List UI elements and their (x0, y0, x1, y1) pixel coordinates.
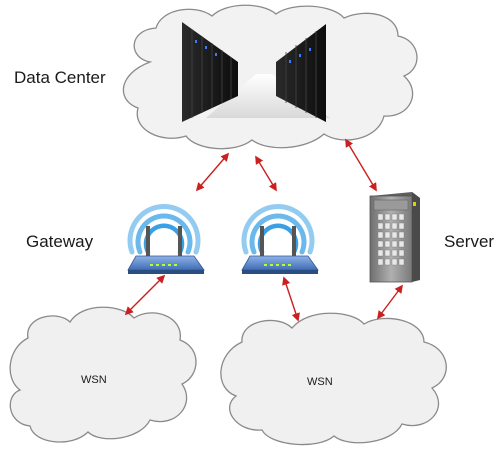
arrow-server-wsn-right (376, 284, 404, 320)
wsn-cloud-right (220, 312, 447, 446)
data-center-label: Data Center (14, 68, 106, 87)
tower-server-icon (369, 192, 420, 283)
wsn-label-right: WSN (307, 376, 333, 388)
arrow-gateway-wsn-right (282, 276, 300, 322)
server-label: Server (444, 232, 495, 251)
arrow-datacenter-server (345, 138, 377, 192)
wsn-cloud-left (9, 306, 197, 443)
wifi-router-icon (241, 204, 319, 274)
wsn-label-left: WSN (81, 374, 107, 386)
arrow-datacenter-gateway-left (195, 152, 230, 192)
arrow-gateway-wsn-left (124, 274, 166, 316)
wifi-router-icon (127, 204, 205, 274)
arrow-datacenter-gateway-middle (255, 155, 277, 192)
gateway-label: Gateway (26, 232, 94, 251)
server-racks-icon (182, 22, 330, 122)
